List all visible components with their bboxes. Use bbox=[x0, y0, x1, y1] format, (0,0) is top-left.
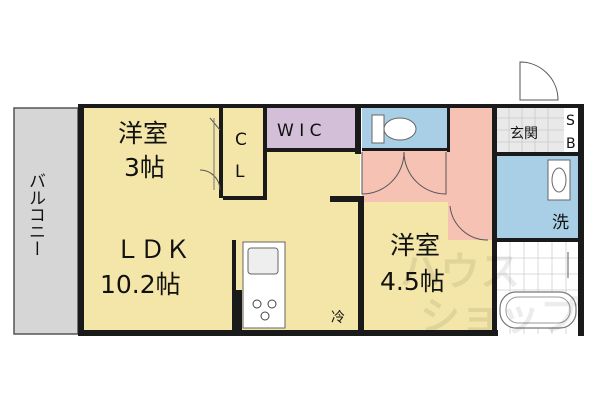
ldk-name: ＬＤＫ bbox=[115, 235, 190, 264]
walls bbox=[78, 104, 584, 336]
western-large-name: 洋室 bbox=[390, 231, 440, 260]
entrance-tile-grid bbox=[496, 106, 564, 154]
shoe-box-s: S bbox=[566, 113, 575, 129]
stove-icon bbox=[252, 299, 277, 321]
hallway-upper bbox=[448, 108, 494, 240]
ldk-size: 10.2帖 bbox=[100, 270, 181, 299]
bathtub-inner bbox=[505, 296, 571, 324]
balcony-label: バルコニー bbox=[25, 172, 45, 257]
hall-floor bbox=[270, 150, 360, 205]
watermark-2: ショップ bbox=[420, 294, 580, 340]
door-swings bbox=[199, 61, 559, 241]
western-small-size: 3帖 bbox=[124, 153, 165, 182]
toilet-icon bbox=[371, 114, 417, 144]
fridge-label: 冷 bbox=[331, 310, 345, 326]
western-large-size: 4.5帖 bbox=[380, 267, 445, 296]
wic-area bbox=[267, 108, 355, 150]
balcony-label-text: バルコニー bbox=[25, 172, 45, 257]
wic-label: W I C bbox=[277, 121, 322, 141]
balcony bbox=[13, 107, 79, 335]
closet-area bbox=[223, 108, 265, 198]
closet-label-l: L bbox=[235, 162, 245, 182]
bathtub-icon bbox=[499, 291, 577, 329]
shoe-box-b: B bbox=[566, 136, 576, 152]
closet-label-c: C bbox=[235, 130, 247, 150]
wash-basin-icon bbox=[547, 159, 571, 201]
hallway bbox=[362, 150, 448, 202]
sink-icon bbox=[247, 247, 279, 275]
watermark: ハウス bbox=[400, 249, 520, 295]
entrance-label: 玄関 bbox=[510, 125, 538, 142]
western-small-name: 洋室 bbox=[118, 119, 168, 148]
washer-label: 洗 bbox=[552, 213, 569, 233]
